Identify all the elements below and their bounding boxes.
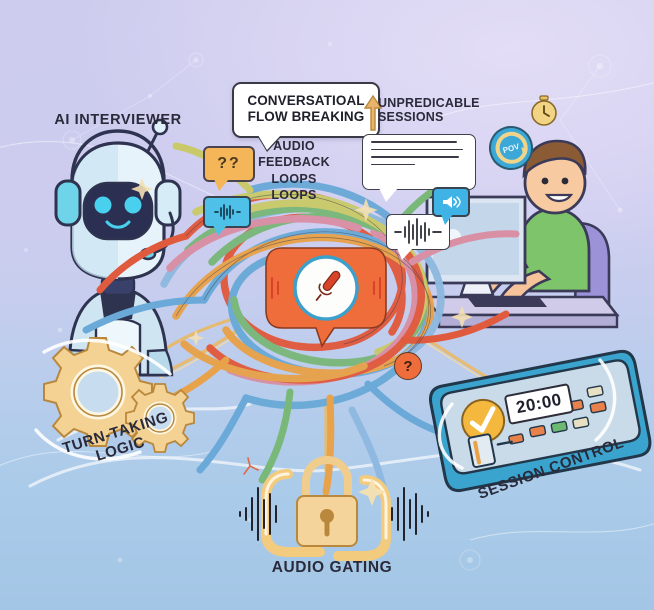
padlock-icon [296,455,358,547]
waveform-icon [239,487,277,541]
gear-icon [43,337,153,447]
waveform-speech-bubble [386,214,450,260]
document-speech-bubble [362,134,476,202]
gear-small-icon [125,383,195,453]
doc-line [371,148,463,151]
audio-waveform-bubble [203,196,251,236]
pov-badge-icon: POV [483,120,539,176]
question-marks-bubble: ?? [203,146,255,191]
stopwatch-icon [531,95,557,126]
question-badge-icon: ? [394,352,422,380]
waveform-icon [391,487,429,541]
doc-line [371,141,457,143]
waveform-icon [214,204,241,220]
label-unpredictable-sessions: UNPREDICABLE SESSIONS [378,96,480,125]
speaker-bubble [432,187,470,225]
doc-line [371,163,415,166]
label-audio-gating: AUDIO GATING [271,559,393,576]
bubble-flow-text: CONVERSATIOAL FLOW BREAKING [247,93,365,125]
doc-line [371,156,459,158]
up-arrow-icon [363,94,383,131]
label-audio-feedback-loops: AUDIO FEEDBACK LOOPS LOOPS [258,139,330,202]
bubble-conversational-flow-breaking: CONVERSATIOAL FLOW BREAKING [232,82,380,138]
label-ai-interviewer: AI INTERVIEWER [54,112,182,128]
speaker-icon [443,196,461,208]
